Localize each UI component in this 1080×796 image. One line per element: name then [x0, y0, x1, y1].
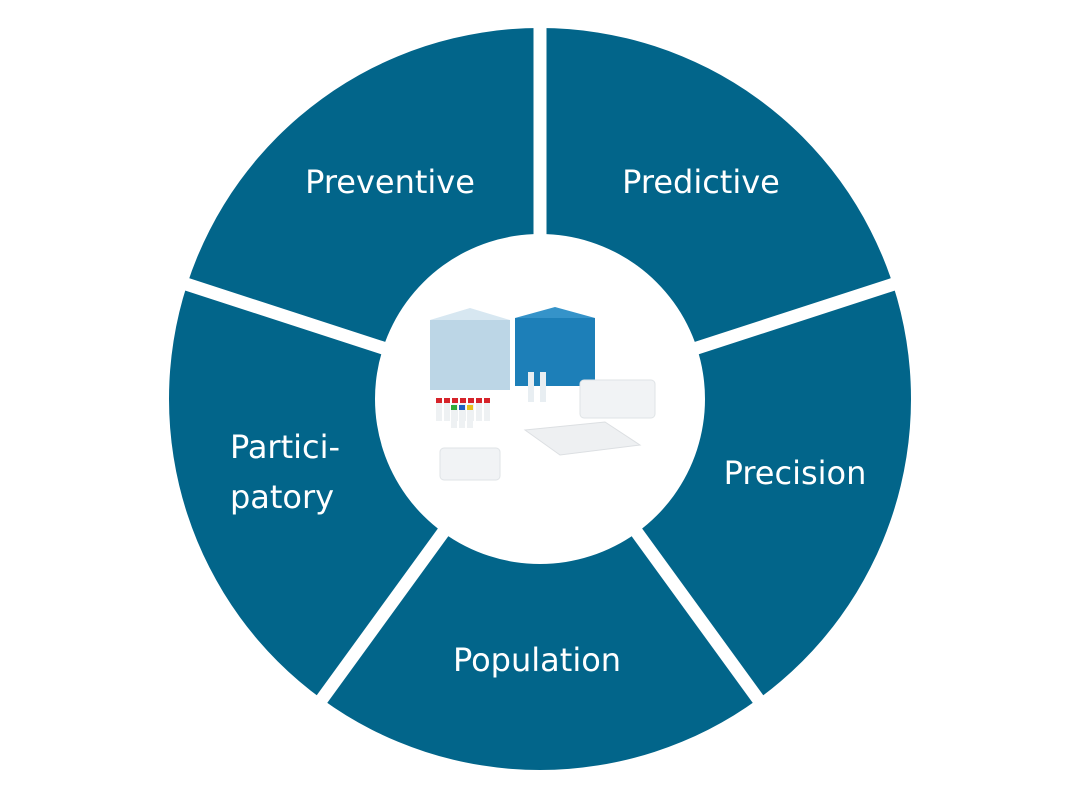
segment-population [321, 532, 759, 770]
segment-precision [636, 284, 911, 700]
segment-label-population: Population [452, 641, 622, 679]
segment-divider [690, 276, 900, 356]
segment-divider [180, 276, 390, 356]
vial [436, 403, 442, 421]
vial-cap [476, 398, 482, 403]
product-kit-image [430, 307, 656, 481]
kit-box-blue [515, 318, 595, 386]
vial [444, 403, 450, 421]
segment-label-preventive: Preventive [305, 163, 475, 201]
vial-cap [459, 405, 465, 410]
vial-cap [444, 398, 450, 403]
segment-label-predictive: Predictive [622, 163, 780, 201]
segment-preventive [187, 28, 541, 349]
vial [459, 410, 465, 428]
kit-box-light [430, 320, 510, 390]
segment-divider [628, 524, 767, 708]
segment-participatory [168, 284, 444, 700]
segment-divider [313, 524, 452, 708]
segment-label-participatory: Partici- patory [229, 428, 341, 516]
vial-cap [451, 405, 457, 410]
vial-cap [484, 398, 490, 403]
segment-predictive [540, 28, 893, 349]
vial-cap [452, 398, 458, 403]
vial-cap [467, 405, 473, 410]
vial [484, 403, 490, 421]
vial [451, 410, 457, 428]
vial-cap [436, 398, 442, 403]
vial-cap [468, 398, 474, 403]
vial [467, 410, 473, 428]
vial-cap [460, 398, 466, 403]
segment-label-precision: Precision [723, 454, 867, 492]
vial [476, 403, 482, 421]
